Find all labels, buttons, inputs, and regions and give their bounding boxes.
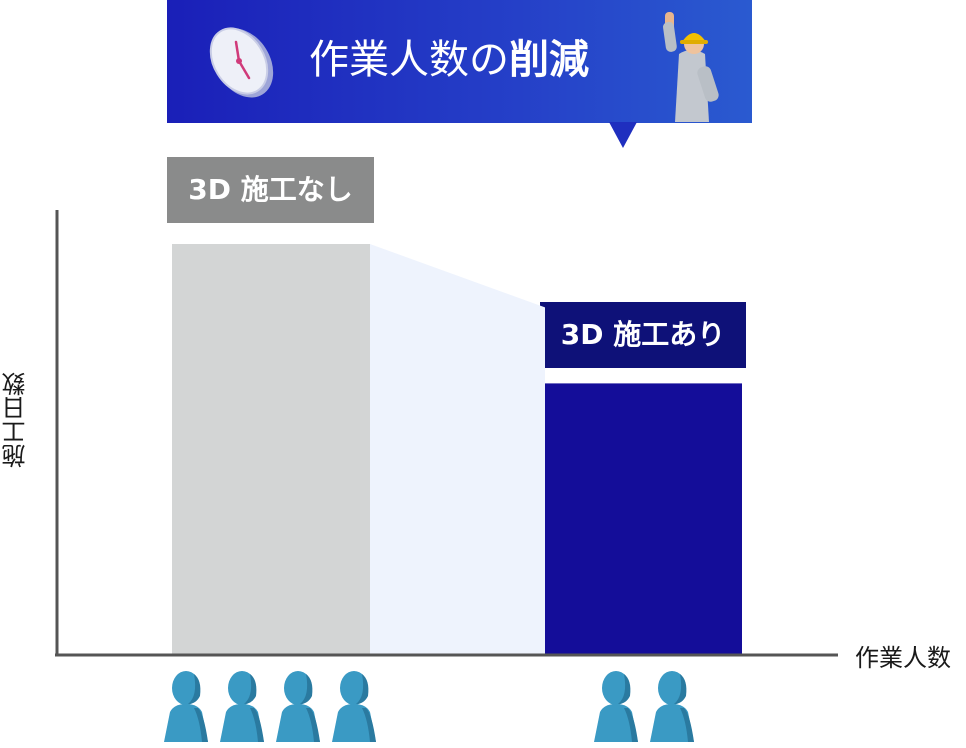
- worker-group-without-3d: [160, 668, 380, 744]
- reduction-connector: [370, 244, 545, 654]
- worker-raising-fist-icon: [663, 12, 719, 122]
- worker-group-with-3d: [590, 668, 698, 744]
- x-axis-label: 作業人数: [855, 644, 951, 672]
- bar-label-without-3d: 3D 施工なし: [167, 157, 374, 223]
- y-axis-label: 施工日数: [2, 372, 30, 468]
- clock-icon: [209, 27, 274, 98]
- banner-title-strong: 削減: [509, 37, 589, 83]
- bar-0: [172, 244, 370, 654]
- person-icon: [272, 668, 324, 744]
- person-icon: [160, 668, 212, 744]
- bar-label-with-3d: 3D 施工あり: [540, 302, 746, 368]
- bar-1: [545, 383, 742, 654]
- banner-title-text: 作業人数の: [309, 37, 509, 83]
- banner: 作業人数の削減: [167, 0, 752, 148]
- banner-pointer: [609, 122, 637, 148]
- person-icon: [328, 668, 380, 744]
- person-icon: [646, 668, 698, 744]
- person-icon: [590, 668, 642, 744]
- person-icon: [216, 668, 268, 744]
- banner-title: 作業人数の削減: [309, 28, 649, 92]
